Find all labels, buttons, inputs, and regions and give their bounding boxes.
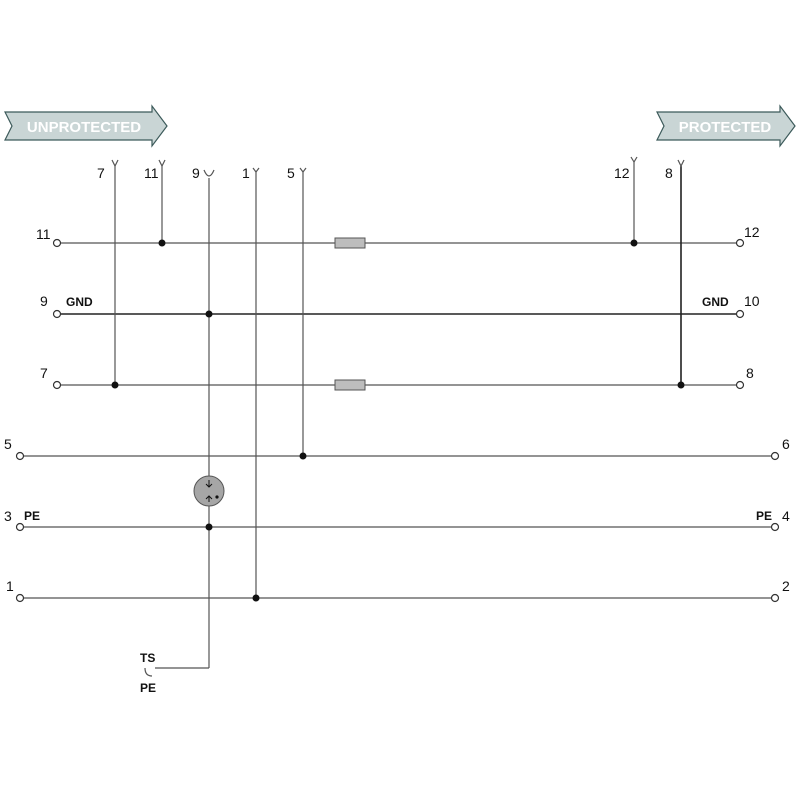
ts-label: TS [140, 651, 155, 665]
terminal-4 [770, 522, 780, 532]
pe-label-left: PE [24, 509, 40, 523]
terminal-10 [735, 309, 745, 319]
gnd-label-left: GND [66, 295, 93, 309]
right-terminal-2: 2 [782, 578, 790, 594]
junction-8 [677, 381, 685, 389]
left-terminal-3: 3 [4, 508, 12, 524]
top-pin-1: 1 [242, 165, 250, 181]
terminal-6 [770, 451, 780, 461]
terminal-7 [52, 380, 62, 390]
junction-9-gnd [205, 310, 213, 318]
gdt-arrow-bottom [205, 495, 213, 502]
gnd-label-right: GND [702, 295, 729, 309]
junction-pe [205, 523, 213, 531]
pin-mark-5 [299, 167, 307, 173]
gdt-arrow-top [205, 480, 213, 488]
top-pin-11: 11 [144, 165, 159, 181]
left-terminal-1: 1 [6, 578, 14, 594]
junction-5 [299, 452, 307, 460]
junction-12 [630, 239, 638, 247]
terminal-11 [52, 238, 62, 248]
pin-mark-7 [111, 159, 119, 168]
pin-mark-1 [252, 167, 260, 173]
terminal-9 [52, 309, 62, 319]
terminal-1 [15, 593, 25, 603]
pin-mark-11 [158, 159, 166, 168]
protected-label: PROTECTED [679, 119, 772, 136]
pin-mark-12 [630, 156, 638, 164]
pin-mark-9 [203, 169, 215, 177]
left-terminal-9: 9 [40, 293, 48, 309]
pin-mark-8 [677, 159, 685, 168]
unprotected-arrow [4, 104, 168, 148]
fuse-lower [334, 379, 366, 391]
top-pin-9: 9 [192, 165, 200, 181]
protected-arrow [656, 104, 796, 148]
right-terminal-6: 6 [782, 436, 790, 452]
junction-11 [158, 239, 166, 247]
terminal-12 [735, 238, 745, 248]
left-terminal-11: 11 [36, 226, 51, 242]
terminal-3 [15, 522, 25, 532]
top-pin-7: 7 [97, 165, 105, 181]
unprotected-label: UNPROTECTED [27, 119, 141, 136]
left-terminal-5: 5 [4, 436, 12, 452]
terminal-5 [15, 451, 25, 461]
fuse-upper [334, 237, 366, 249]
left-terminal-7: 7 [40, 365, 48, 381]
junction-1 [252, 594, 260, 602]
right-terminal-4: 4 [782, 508, 790, 524]
top-pin-8: 8 [665, 165, 673, 181]
terminal-2 [770, 593, 780, 603]
top-pin-5: 5 [287, 165, 295, 181]
pe-hook [144, 667, 153, 677]
pe-label-right: PE [756, 509, 772, 523]
right-terminal-12: 12 [744, 224, 760, 240]
top-pin-12: 12 [614, 165, 630, 181]
terminal-8 [735, 380, 745, 390]
junction-7 [111, 381, 119, 389]
right-terminal-10: 10 [744, 293, 760, 309]
gdt-dot [215, 495, 219, 499]
pe-bottom-label: PE [140, 681, 156, 695]
right-terminal-8: 8 [746, 365, 754, 381]
